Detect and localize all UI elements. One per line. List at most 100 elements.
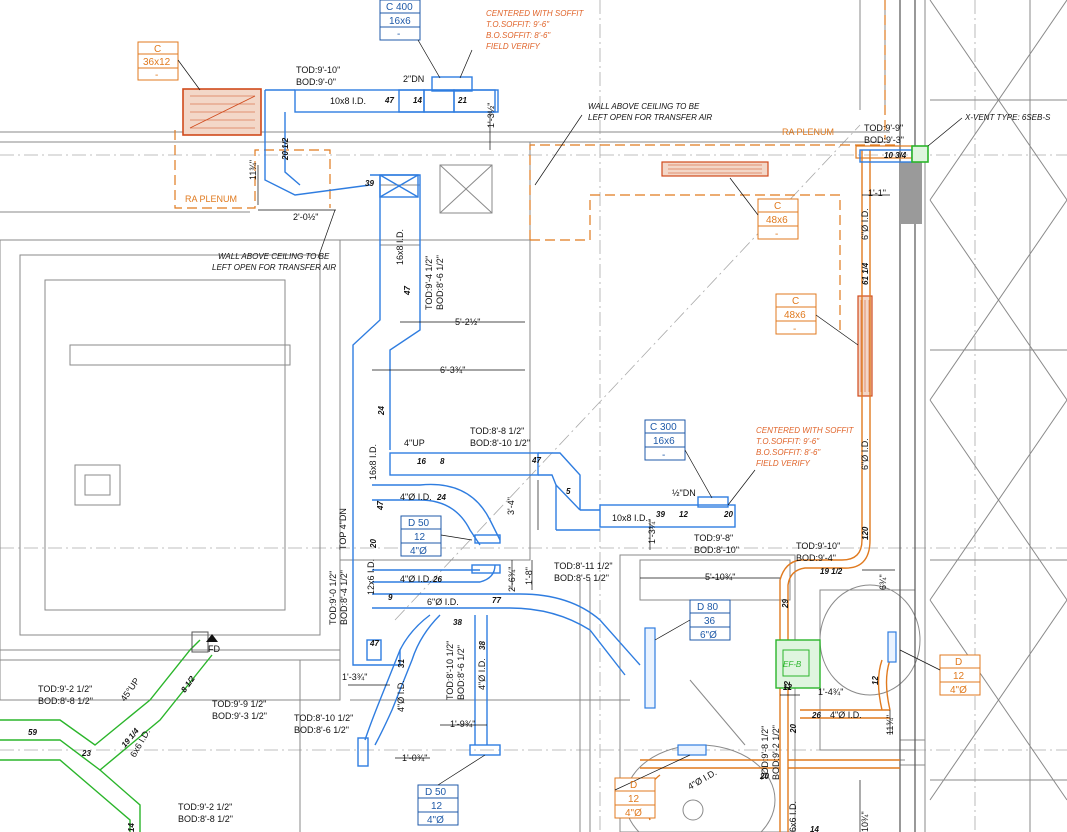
- ra-plenum-right: RA PLENUM: [782, 127, 834, 137]
- tag-c36-extra: -: [155, 70, 158, 81]
- tag-c300-extra: -: [662, 450, 665, 461]
- tag-d50b-type: D 50: [425, 787, 447, 798]
- tag-c300-size: 16x6: [653, 436, 675, 447]
- tag-d80-type: D 80: [697, 602, 719, 613]
- duct-size-4a: 4"Ø I.D.: [400, 492, 432, 502]
- tag-c48b-extra: -: [793, 324, 796, 335]
- tag-dpart-size: 12: [628, 794, 640, 805]
- tag-d50b-extra: 4"Ø: [427, 815, 444, 826]
- duct-num-47e: 47: [369, 639, 379, 648]
- tag-d12-type: D: [955, 657, 962, 668]
- duct-note-45up: 45°UP: [118, 676, 141, 703]
- duct-note-top-4dn: TOP 4"DN: [338, 508, 348, 550]
- xvent-note: X-VENT TYPE: 6SEB-S: [964, 113, 1051, 122]
- dim-1-3b: 1'-3¼": [647, 519, 657, 544]
- x-vent-marker: [911, 145, 929, 163]
- elev-14-tod: TOD:9'-2 1/2": [178, 802, 232, 812]
- tag-c400-size: 16x6: [389, 16, 411, 27]
- tag-c48a-size: 48x6: [766, 215, 788, 226]
- duct-num-26b: 26: [811, 711, 821, 720]
- duct-num-77: 77: [492, 596, 501, 605]
- duct-num-39a: 39: [365, 179, 374, 188]
- tag-layer: [137, 0, 981, 826]
- duct-size-10x8-mid: 10x8 I.D.: [612, 513, 648, 523]
- supply-diffuser-d80: [644, 627, 656, 709]
- duct-num-26a: 26: [432, 575, 442, 584]
- elev-2-tod: TOD:9'-9": [864, 123, 903, 133]
- duct-num-20c: 20: [789, 724, 798, 734]
- duct-num-12a: 12: [679, 510, 688, 519]
- supply-duct-layer: [264, 76, 913, 767]
- dim-1-1: 1'-1": [868, 188, 886, 198]
- elev-14-bod: BOD:8'-8 1/2": [178, 814, 233, 824]
- dim-2-6: 2'-6¾": [507, 567, 517, 592]
- tag-dpart-extra: 4"Ø: [625, 808, 642, 819]
- tag-c300-type: C 300: [650, 422, 677, 433]
- duct-num-19-1-2: 19 1/2: [820, 567, 843, 576]
- tag-d50a-size: 12: [414, 532, 426, 543]
- duct-size-6c: 6"Ø I.D.: [860, 208, 870, 240]
- elev-5-tod: TOD:9'-8": [694, 533, 733, 543]
- elev-8-bod: BOD:9'-4": [796, 553, 836, 563]
- elev-6-bod: BOD:8'-5 1/2": [554, 573, 609, 583]
- duct-num-9a: 9: [388, 593, 393, 602]
- duct-num-20-1-2: 20 1/2: [281, 137, 290, 161]
- elev-2-bod: BOD:9'-3": [864, 135, 904, 145]
- duct-num-47d: 47: [376, 501, 385, 511]
- tag-dpart-type: D: [630, 780, 637, 791]
- duct-num-39b: 39: [656, 510, 665, 519]
- elev-13-tod: TOD:9'-8 1/2": [760, 726, 770, 780]
- transfer-note-1a: WALL ABOVE CEILING TO BE: [588, 102, 700, 111]
- fd-label: FD: [208, 644, 220, 654]
- dim-3-4: 3'-4": [506, 497, 516, 515]
- tag-d50b-size: 12: [431, 801, 443, 812]
- soffit-note-mid-4: FIELD VERIFY: [756, 459, 810, 468]
- duct-num-47c: 47: [531, 456, 541, 465]
- duct-size-4b: 4"Ø I.D.: [400, 574, 432, 584]
- tag-d50a-type: D 50: [408, 518, 430, 529]
- soffit-note-top-1: CENTERED WITH SOFFIT: [486, 9, 584, 18]
- dim-6: 6¾": [878, 574, 888, 590]
- elev-9-bod: BOD:8'-6 1/2": [294, 725, 349, 735]
- duct-num-20b: 20: [369, 539, 378, 549]
- duct-num-16: 16: [417, 457, 426, 466]
- text-layer: C 400 16x6 - C 36x12 - C 48x6 - C 48x6 -…: [28, 2, 1051, 832]
- elev-1-bod: BOD:9'-0": [296, 77, 336, 87]
- duct-num-12c: 12: [871, 676, 880, 685]
- tag-d80-size: 36: [704, 616, 716, 627]
- elev-11-tod: TOD:9'-2 1/2": [38, 684, 92, 694]
- duct-num-24a: 24: [377, 406, 386, 416]
- transfer-note-2a: WALL ABOVE CEILING TO BE: [218, 252, 330, 261]
- elev-4-tod: TOD:8'-8 1/2": [470, 426, 524, 436]
- dim-5-10: 5'-10¾": [705, 572, 735, 582]
- dim-1-3: 1'-3½": [486, 103, 496, 128]
- soffit-note-mid-3: B.O.SOFFIT: 8'-6": [756, 448, 821, 457]
- tag-c400-extra: -: [397, 29, 400, 40]
- tag-c36-type: C: [154, 44, 161, 55]
- tag-c48b-size: 48x6: [784, 310, 806, 321]
- duct-num-120: 120: [861, 526, 870, 540]
- duct-num-31: 31: [397, 659, 406, 668]
- duct-num-47b: 47: [403, 286, 412, 296]
- duct-note-half-dn: ½"DN: [672, 488, 696, 498]
- dim-1-0: 1'-0¾": [402, 753, 427, 763]
- elev-7-bod: BOD:8'-4 1/2": [339, 570, 349, 625]
- duct-size-12x6: 12x6 I.D.: [366, 559, 376, 595]
- elev-8-tod: TOD:9'-10": [796, 541, 840, 551]
- dim-2-0: 2'-0½": [293, 212, 318, 222]
- supply-diffuser-d12: [887, 631, 897, 663]
- duct-num-21: 21: [457, 96, 467, 105]
- duct-num-5: 5: [566, 487, 571, 496]
- tag-c48b-type: C: [792, 296, 799, 307]
- elev-1-tod: TOD:9'-10": [296, 65, 340, 75]
- duct-size-10x8-top: 10x8 I.D.: [330, 96, 366, 106]
- dim-1-3c: 1'-3¾": [342, 672, 367, 682]
- tag-d50a-extra: 4"Ø: [410, 546, 427, 557]
- dimension-layer: [257, 112, 895, 832]
- duct-num-24b: 24: [436, 493, 446, 502]
- duct-note-2dn: 2"DN: [403, 74, 424, 84]
- dim-11: 11¾": [248, 160, 258, 180]
- duct-num-20a: 20: [723, 510, 733, 519]
- dim-10: 10¾": [860, 811, 870, 832]
- duct-num-12d: 12: [783, 683, 792, 692]
